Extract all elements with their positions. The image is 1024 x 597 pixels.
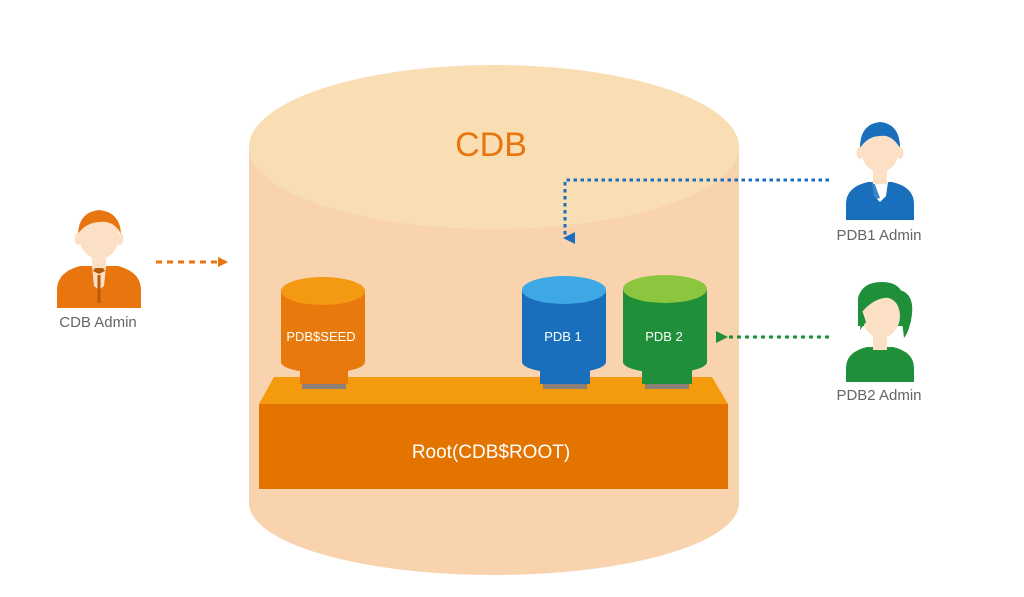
pdb1-body (522, 290, 606, 373)
pdb1-label: PDB 1 (544, 329, 582, 344)
pdb2-base-shadow (645, 383, 689, 389)
pdb-seed-base (300, 370, 348, 384)
root-label: Root(CDB$ROOT) (412, 442, 570, 463)
pdb2-base (642, 370, 692, 384)
pdb2-label: PDB 2 (645, 329, 683, 344)
cdb-title: CDB (455, 126, 527, 164)
pdb1-admin-arrow (563, 178, 829, 244)
pdb1-base (540, 370, 590, 384)
pdb1-cylinder: PDB 1 (522, 276, 606, 389)
pdb2-cylinder: PDB 2 (623, 275, 707, 389)
cdb-cylinder-top (249, 65, 739, 229)
root-platform-front (259, 404, 728, 489)
pdb2-top (623, 275, 707, 303)
pdb-seed-cylinder: PDB$SEED (281, 277, 365, 389)
pdb2-body (623, 289, 707, 373)
pdb2-admin-person-icon: PDB2 Admin (836, 282, 922, 404)
cdb-admin-person-icon: CDB Admin (57, 210, 141, 331)
pdb1-base-shadow (543, 383, 587, 389)
root-platform-top (259, 377, 728, 404)
pdb1-admin-label: PDB1 Admin (836, 227, 921, 244)
pdb1-admin-person-icon: PDB1 Admin (836, 122, 922, 244)
pdb-seed-label: PDB$SEED (286, 329, 355, 344)
pdb-seed-body (281, 291, 365, 373)
root-platform: Root(CDB$ROOT) (259, 377, 728, 489)
pdb2-admin-label: PDB2 Admin (836, 387, 921, 404)
pdb1-top (522, 276, 606, 304)
pdb-seed-top (281, 277, 365, 305)
pdb-seed-base-shadow (302, 383, 346, 389)
cdb-admin-label: CDB Admin (59, 314, 137, 331)
